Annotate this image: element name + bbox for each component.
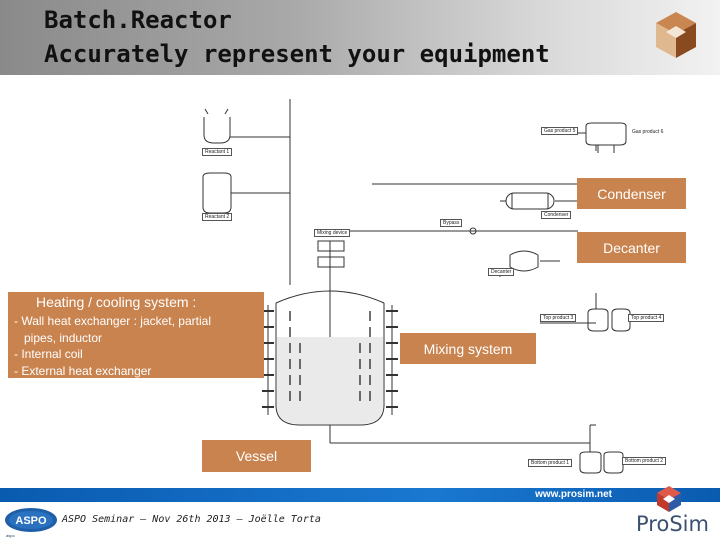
tag-top-product-4: Top product 4 <box>628 314 665 322</box>
heating-line-3: - Internal coil <box>14 347 83 361</box>
tag-decanter: Decanter <box>488 268 515 276</box>
title-banner: Batch.Reactor Accurately represent your … <box>0 0 720 75</box>
condenser-callout-label: Condenser <box>597 185 666 202</box>
tag-condenser: Condenser <box>541 211 572 219</box>
slide-title: Batch.Reactor <box>44 6 232 34</box>
tag-mixing-device: Mixing device <box>314 229 351 237</box>
aspo-logo-text: ASPO <box>15 515 47 527</box>
heating-cooling-callout: Heating / cooling system : - Wall heat e… <box>8 292 264 378</box>
tag-top-product-3: Top product 3 <box>540 314 577 322</box>
aspo-logo-icon: ASPO <box>5 508 57 532</box>
website-link[interactable]: www.prosim.net <box>535 489 612 500</box>
tag-reactant-2: Reactant 2 <box>202 213 233 221</box>
tag-gas-product-6: Gas product 6 <box>632 129 664 135</box>
tag-bottom-product-1: Bottom product 1 <box>528 459 573 467</box>
decanter-callout-label: Decanter <box>603 239 660 256</box>
tag-bottom-product-2: Bottom product 2 <box>622 457 667 465</box>
heating-line-2: pipes, inductor <box>14 330 103 345</box>
aspo-caption: aspo <box>6 533 15 538</box>
tag-bypass: Bypass <box>440 219 463 227</box>
mixing-callout-label: Mixing system <box>423 340 513 357</box>
reactor-diagram <box>202 99 631 474</box>
vessel-callout-label: Vessel <box>235 448 278 464</box>
cube-logo-icon <box>656 12 696 58</box>
seminar-footer: ASPO Seminar – Nov 26th 2013 – Joëlle To… <box>62 514 321 525</box>
heating-callout-title: Heating / cooling system : <box>36 294 197 310</box>
prosim-logo-icon <box>657 486 681 512</box>
condenser-callout: Condenser <box>577 178 686 209</box>
footer-bar <box>0 488 720 502</box>
tag-gas-product-5: Gas product 5 <box>541 127 579 135</box>
heating-line-1: - Wall heat exchanger : jacket, partial <box>14 314 211 328</box>
slide-subtitle: Accurately represent your equipment <box>44 40 550 68</box>
prosim-brand: ProSim <box>636 512 709 536</box>
tag-reactant-1: Reactant 1 <box>202 148 233 156</box>
mixing-system-callout: Mixing system <box>400 333 536 364</box>
decanter-callout: Decanter <box>577 232 686 263</box>
heating-line-4: - External heat exchanger <box>14 363 152 378</box>
heating-callout-body: - Wall heat exchanger : jacket, partial … <box>14 313 211 379</box>
vessel-callout: Vessel <box>202 440 311 472</box>
